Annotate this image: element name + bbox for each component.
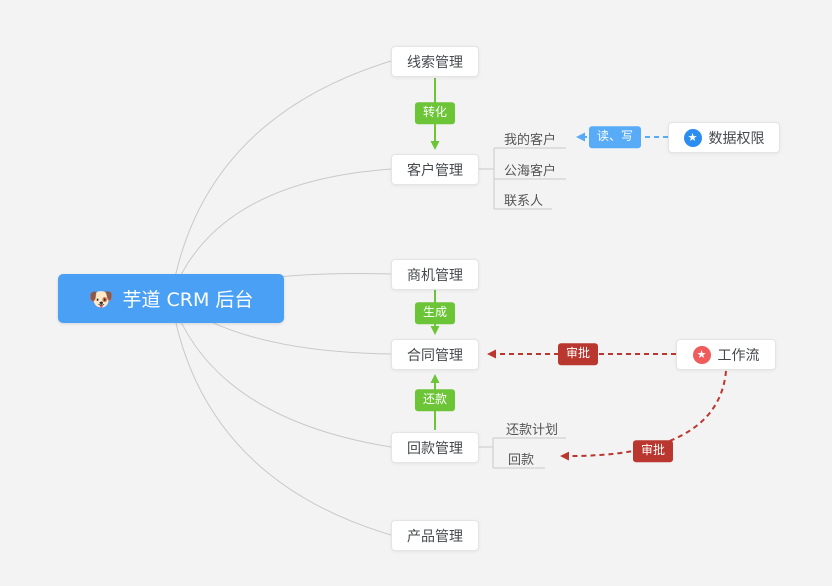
node-workflow[interactable]: ★ 工作流: [676, 339, 776, 370]
badge-read-write: 读、写: [588, 126, 642, 148]
badge-approve-receivable: 审批: [632, 440, 674, 462]
root-node-crm-backend[interactable]: 🐶 芋道 CRM 后台: [58, 274, 284, 323]
sub-label-public-customers[interactable]: 公海客户: [504, 164, 557, 179]
workflow-star-icon: ★: [692, 345, 711, 364]
badge-convert: 转化: [414, 102, 456, 124]
workflow-label: 工作流: [717, 347, 760, 364]
badge-approve-contract: 审批: [557, 343, 599, 365]
node-opportunity-management[interactable]: 商机管理: [391, 259, 479, 290]
data-permission-label: 数据权限: [708, 130, 765, 147]
node-contract-management[interactable]: 合同管理: [391, 339, 479, 370]
badge-generate: 生成: [414, 302, 456, 324]
sub-label-receivable[interactable]: 回款: [508, 453, 535, 468]
dog-icon: 🐶: [88, 286, 114, 311]
node-customer-management[interactable]: 客户管理: [391, 154, 479, 185]
sub-label-contacts[interactable]: 联系人: [504, 194, 544, 209]
node-data-permission[interactable]: ★ 数据权限: [668, 122, 780, 153]
sub-label-my-customers[interactable]: 我的客户: [504, 133, 557, 148]
badge-repay: 还款: [414, 389, 456, 411]
data-permission-star-icon: ★: [683, 128, 702, 147]
node-product-management[interactable]: 产品管理: [391, 520, 479, 551]
node-receivable-management[interactable]: 回款管理: [391, 432, 479, 463]
node-lead-management[interactable]: 线索管理: [391, 46, 479, 77]
sub-label-repayment-plan[interactable]: 还款计划: [506, 423, 559, 438]
root-node-label: 芋道 CRM 后台: [122, 289, 254, 311]
